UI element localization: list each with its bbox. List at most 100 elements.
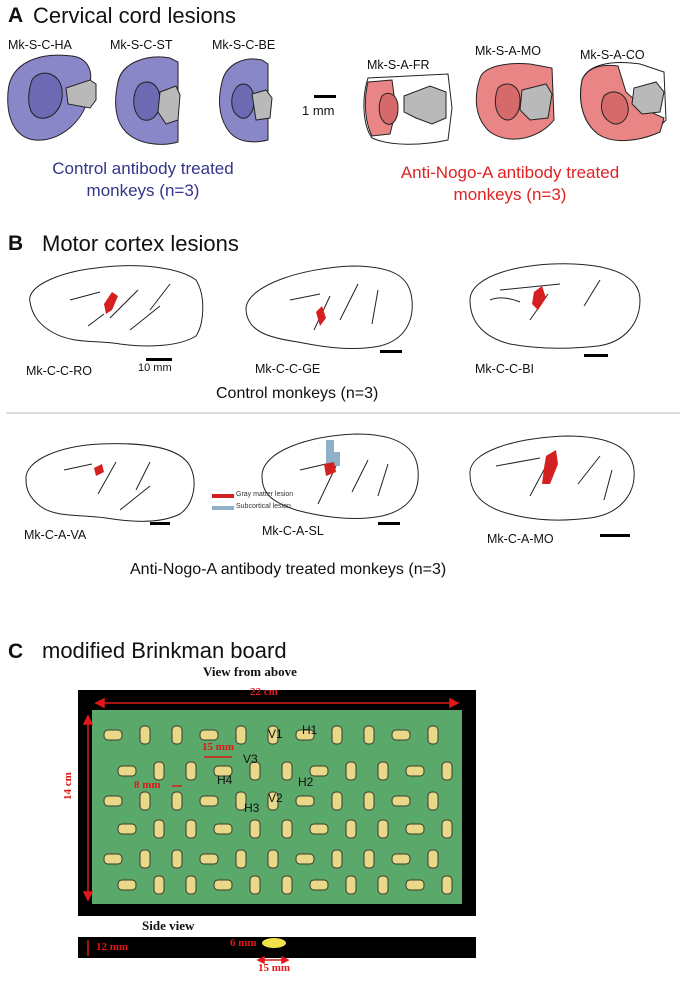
- brain-code-nogo-1: Mk-C-A-VA: [24, 528, 87, 542]
- peg: [171, 791, 183, 811]
- control-caption-line2: monkeys (n=3): [86, 181, 200, 200]
- spinal-section-control-1: [7, 54, 97, 141]
- peg: [103, 729, 123, 741]
- nogo-caption-line2: monkeys (n=3): [453, 185, 567, 204]
- brain-code-nogo-3: Mk-C-A-MO: [487, 532, 554, 546]
- slot-label-h3: H3: [244, 801, 260, 815]
- peg: [171, 725, 183, 745]
- brain-scale-bar: [146, 358, 172, 361]
- peg: [441, 819, 453, 839]
- peg: [185, 819, 197, 839]
- peg: [213, 823, 233, 835]
- spinal-section-nogo-2: [475, 63, 555, 140]
- side-length-label: 15 mm: [258, 962, 291, 974]
- peg: [441, 761, 453, 781]
- peg: [235, 849, 247, 869]
- side-height-label: 12 mm: [96, 941, 129, 953]
- peg: [267, 791, 279, 811]
- spinal-section-nogo-3: [580, 62, 667, 142]
- width-label: 22 cm: [250, 686, 278, 698]
- peg: [103, 853, 123, 865]
- peg: [295, 795, 315, 807]
- peg: [281, 819, 293, 839]
- side-view-label: Side view: [142, 918, 195, 933]
- peg: [153, 875, 165, 895]
- peg: [377, 819, 389, 839]
- peg: [281, 761, 293, 781]
- peg: [427, 849, 439, 869]
- spinal-section-control-2: [115, 56, 181, 145]
- peg: [309, 879, 329, 891]
- brain-nogo-1: [25, 443, 195, 522]
- brain-code-nogo-2: Mk-C-A-SL: [262, 524, 324, 538]
- legend-gray-swatch: [212, 494, 234, 498]
- peg: [405, 879, 425, 891]
- peg: [331, 725, 343, 745]
- brain-code-control-1: Mk-C-C-RO: [26, 364, 92, 378]
- slot-label-h4: H4: [217, 773, 233, 787]
- peg: [281, 875, 293, 895]
- control-monkeys-caption: Control monkeys (n=3): [216, 385, 379, 402]
- peg: [331, 849, 343, 869]
- peg: [139, 849, 151, 869]
- nogo-monkeys-caption: Anti-Nogo-A antibody treated monkeys (n=…: [130, 561, 447, 578]
- peg: [235, 791, 247, 811]
- section-code-control-3: Mk-S-C-BE: [212, 38, 276, 52]
- peg: [391, 795, 411, 807]
- peg: [153, 761, 165, 781]
- peg: [345, 819, 357, 839]
- slot-label-h1: H1: [302, 723, 318, 737]
- legend-gray-label: Gray matter lesion: [236, 491, 294, 498]
- peg: [117, 879, 137, 891]
- control-caption-line1: Control antibody treated: [52, 159, 234, 178]
- brain-code-control-3: Mk-C-C-BI: [475, 362, 535, 376]
- peg: [249, 819, 261, 839]
- view-above-label: View from above: [203, 664, 297, 679]
- brain-control-2: [245, 265, 413, 350]
- legend-sub-label: Subcortical lesion: [236, 503, 291, 510]
- peg: [405, 765, 425, 777]
- panel-c-title: modified Brinkman board: [42, 638, 287, 663]
- brain-code-control-2: Mk-C-C-GE: [255, 362, 321, 376]
- nogo-caption-line1: Anti-Nogo-A antibody treated: [400, 163, 620, 182]
- spinal-section-nogo-1: [363, 73, 453, 145]
- peg-width-label: 8 mm: [134, 779, 161, 791]
- peg: [295, 853, 315, 865]
- slot-label-h2: H2: [298, 775, 314, 789]
- brain-scale-bar-3: [584, 354, 608, 357]
- brain-control-1: [29, 265, 204, 347]
- peg: [363, 725, 375, 745]
- peg-array: [103, 725, 453, 895]
- peg: [309, 823, 329, 835]
- panel-a-letter: A: [8, 4, 24, 27]
- slot-label-v2: V2: [268, 791, 283, 805]
- brain-lesion-nogo-3: [542, 450, 558, 484]
- brain-lesion-nogo-1: [94, 464, 104, 476]
- brain-scale-bar-5: [378, 522, 400, 525]
- section-code-nogo-1: Mk-S-A-FR: [367, 58, 430, 72]
- section-code-control-1: Mk-S-C-HA: [8, 38, 72, 52]
- slot-label-v3: V3: [243, 752, 258, 766]
- peg: [249, 761, 261, 781]
- spinal-scale-label: 1 mm: [302, 103, 335, 118]
- section-code-nogo-2: Mk-S-A-MO: [475, 44, 541, 58]
- peg: [377, 761, 389, 781]
- brain-lesion-control-3: [532, 286, 546, 310]
- peg: [267, 849, 279, 869]
- peg: [363, 791, 375, 811]
- peg: [213, 879, 233, 891]
- peg: [345, 875, 357, 895]
- peg: [117, 823, 137, 835]
- brain-scale-bar-4: [150, 522, 170, 525]
- peg: [139, 791, 151, 811]
- peg: [391, 853, 411, 865]
- peg: [185, 761, 197, 781]
- side-depth-label: 6 mm: [230, 937, 257, 949]
- peg: [199, 729, 219, 741]
- peg: [235, 725, 247, 745]
- panel-c-letter: C: [8, 640, 24, 663]
- panel-a-title: Cervical cord lesions: [33, 3, 236, 28]
